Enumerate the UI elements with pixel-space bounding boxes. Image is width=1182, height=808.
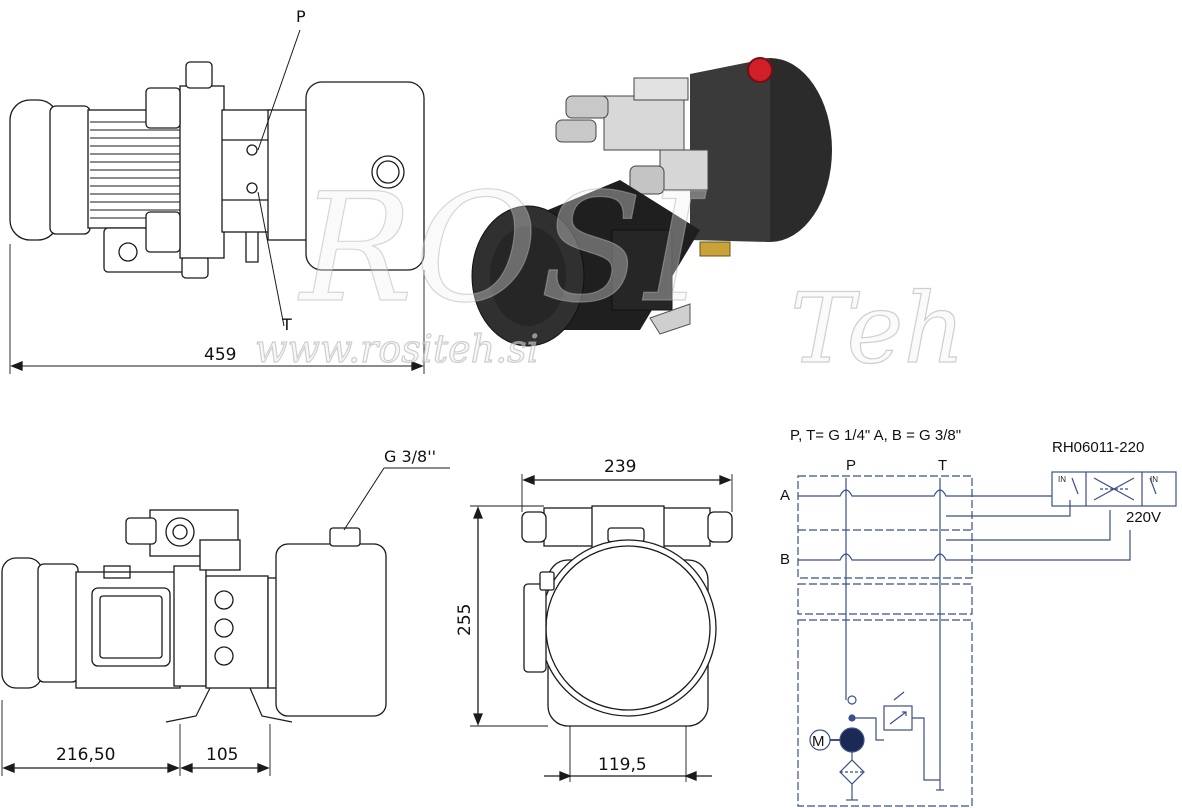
dimension-total-length: 459 (204, 345, 236, 365)
solenoid-left-label: IN (1058, 475, 1066, 484)
hydraulic-schematic (797, 471, 1177, 807)
side-view-bottom (1, 467, 450, 776)
oil-tank-bottom (275, 543, 387, 717)
red-cap (747, 57, 773, 83)
schematic-port-p: P (846, 457, 856, 474)
watermark-url: www.rositeh.si (255, 327, 539, 371)
tank-circle (539, 539, 717, 717)
schematic-port-t: T (938, 457, 947, 474)
label-port-t: T (281, 315, 292, 334)
label-port-p: P (296, 7, 306, 26)
oil-tank (305, 81, 425, 271)
watermark: ROSI Teh www.rositeh.si (254, 161, 965, 385)
dimension-height: 255 (455, 604, 475, 636)
watermark-brand: ROSI (297, 162, 707, 336)
schematic-voltage: 220V (1126, 509, 1161, 526)
pump-symbol (839, 727, 865, 753)
schematic-valve-code: RH06011-220 (1052, 439, 1144, 456)
schematic-port-a: A (780, 487, 790, 504)
schematic-spec-line: P, T= G 1/4" A, B = G 3/8" (790, 427, 961, 444)
directional-valve (1051, 471, 1177, 507)
render-3d (471, 57, 832, 347)
side-view-top (9, 29, 425, 374)
schematic-motor-label: M (812, 733, 825, 750)
dimension-width: 239 (604, 457, 636, 477)
schematic-port-b: B (780, 551, 790, 568)
dimension-foot-spacing: 105 (206, 745, 238, 765)
solenoid-right-label: IN (1150, 475, 1158, 484)
tank-port (371, 155, 405, 189)
dimension-foot-width: 119,5 (598, 755, 647, 775)
dimension-motor-offset: 216,50 (56, 745, 115, 765)
label-tank-filler: G 3/8'' (384, 447, 436, 466)
end-view (470, 474, 733, 782)
watermark-suffix: Teh (790, 273, 965, 385)
manifold (221, 109, 271, 233)
valve-block (179, 85, 225, 259)
